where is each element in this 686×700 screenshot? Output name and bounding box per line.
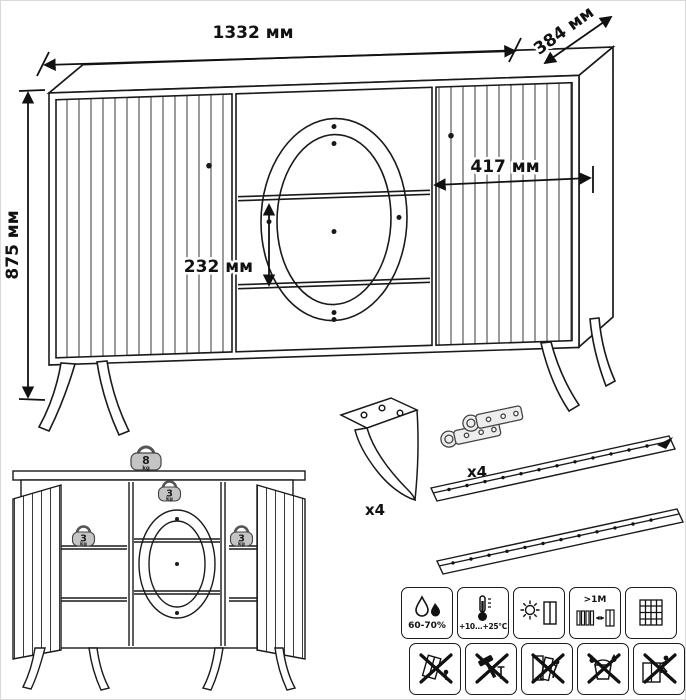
height-dimension-label: 875 мм: [3, 210, 23, 279]
cabinet-perspective-view: [37, 45, 617, 437]
drawer-height-label: 232 мм: [184, 257, 253, 277]
cabinet-side-face: [578, 45, 614, 349]
drawer-slide-rail: [435, 508, 685, 575]
drawer-slide-rail: [429, 435, 677, 502]
open-right-door: [256, 484, 306, 660]
min-distance-label: >1M: [583, 595, 607, 605]
door-hanging-icon: [531, 653, 565, 684]
water-drops-icon: [415, 595, 440, 617]
niche-width-arrow: [433, 172, 592, 191]
care-icons-row-1: 60-70% +10...+25°C: [401, 587, 685, 639]
temperature-range-icon: +10...+25°C: [457, 587, 509, 639]
no-hammering-icon: [465, 643, 517, 695]
niche-width-label: 417 мм: [470, 157, 539, 177]
top-load-weight: 8 kg: [130, 445, 162, 472]
top-load-unit: kg: [142, 466, 150, 472]
leg-part-drawing: [339, 397, 419, 502]
cabinet-open-view: [12, 470, 306, 691]
top-load-value: 8: [142, 454, 150, 467]
prohibited-cross: [475, 653, 509, 684]
drawer-knob: [331, 229, 337, 235]
hinges-drawing: [440, 405, 524, 448]
distance-from-heater-icon: >1M: [569, 587, 621, 639]
legs-qty-label: x4: [365, 501, 385, 519]
ventilation-grid-icon: [625, 587, 677, 639]
open-left-door: [12, 484, 62, 660]
open-cabinet-legs: [21, 647, 297, 691]
center-drawer-panel: [235, 86, 433, 353]
no-climbing-icon: [633, 643, 685, 695]
keep-from-sunlight-icon: [513, 587, 565, 639]
care-icons-row-2: [409, 643, 685, 695]
open-cabinet-top: [12, 470, 306, 481]
right-shelf-load-value: 3: [238, 534, 245, 545]
drawer-knob: [331, 317, 337, 323]
prohibited-cross: [643, 653, 677, 684]
cabinet-legs: [37, 317, 617, 437]
tipping-cabinet-icon: [419, 653, 453, 684]
no-tipping-icon: [409, 643, 461, 695]
depth-dimension-arrow: [543, 15, 613, 65]
care-icons-panel: 60-70% +10...+25°C: [401, 587, 685, 695]
climbing-child-icon: [642, 653, 677, 684]
width-dimension-label: 1332 мм: [212, 23, 293, 43]
cabinet-front-face: [48, 74, 580, 366]
left-shelf-load-unit: kg: [80, 542, 87, 548]
drawer-load-weight: 3 kg: [157, 480, 182, 503]
leg-mounting-plate: [339, 397, 419, 429]
right-door-fluted: [435, 81, 573, 346]
drawer-load-unit: kg: [166, 497, 173, 503]
width-dimension-arrow: [43, 45, 517, 71]
prohibited-cross: [419, 653, 453, 684]
hammer-icon: [475, 653, 509, 684]
humidity-icon: 60-70%: [401, 587, 453, 639]
left-shelf-load-value: 3: [80, 534, 87, 545]
oval-decor-inner: [276, 133, 392, 306]
left-door-fluted: [55, 93, 233, 359]
radiator-distance-icon: [576, 609, 615, 627]
right-door-knob: [448, 132, 454, 139]
left-shelf-load-weight: 3 kg: [71, 525, 96, 548]
thermometer-icon: [478, 595, 491, 621]
no-hanging-on-doors-icon: [521, 643, 573, 695]
slide-direction-arrow: [657, 437, 673, 449]
water-bucket-icon: [587, 653, 621, 684]
humidity-label: 60-70%: [408, 621, 446, 631]
open-cabinet-carcass: [20, 479, 294, 649]
left-door-knob: [206, 162, 212, 169]
cabinet-grid-icon: [639, 599, 663, 626]
drawer-slides-drawing: [429, 435, 685, 575]
temperature-label: +10...+25°C: [459, 622, 507, 631]
no-wet-cleaning-icon: [577, 643, 629, 695]
sun-and-cabinet-icon: [520, 600, 557, 625]
drawer-knob: [331, 141, 337, 147]
prohibited-cross: [531, 653, 565, 684]
right-shelf-load-weight: 3 kg: [229, 525, 254, 548]
load-limit-weights: 8 kg 3 kg 3 kg 3 kg: [71, 445, 254, 548]
right-shelf-load-unit: kg: [238, 542, 245, 548]
prohibited-cross: [587, 653, 621, 684]
dimension-lines: [18, 15, 613, 401]
drawer-load-value: 3: [166, 489, 173, 500]
